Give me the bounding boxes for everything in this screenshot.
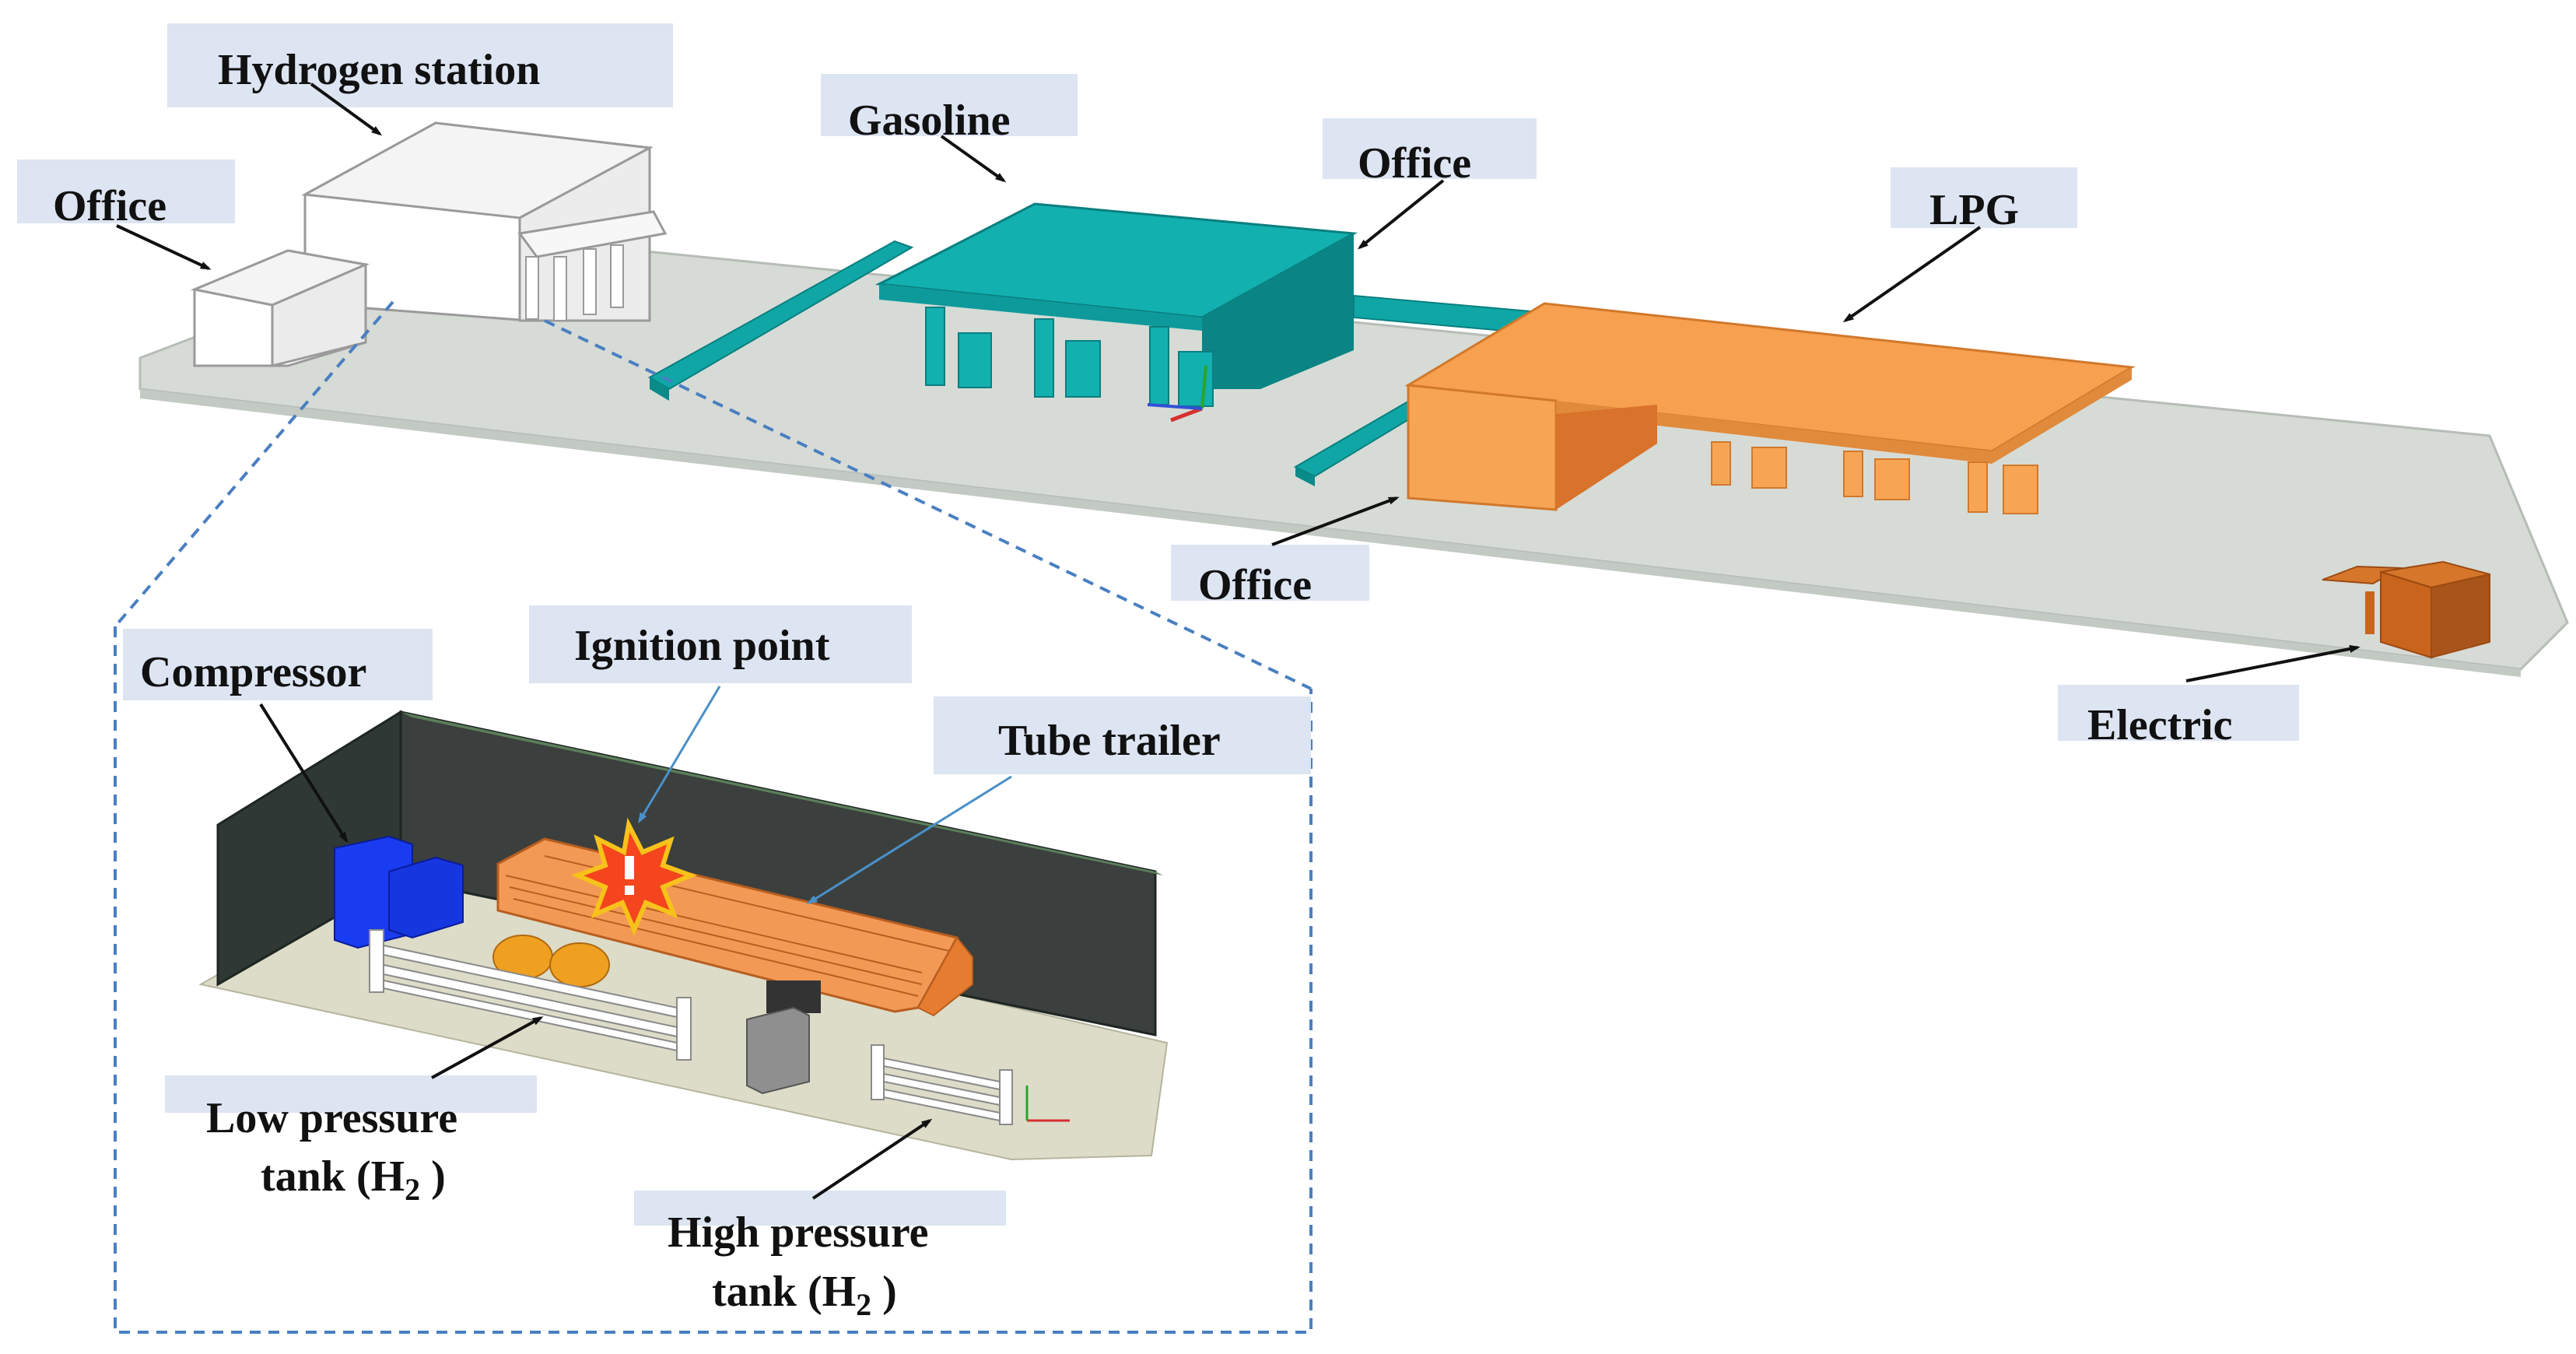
arrow-electric [2185,645,2360,682]
label-office-center: Office [1358,139,1471,188]
label-low-pressure-line1: Low pressure [206,1094,457,1142]
arrow-compressor [259,703,349,844]
lpg-station [1404,302,2136,514]
high-pressure-tank-rack [871,1044,1013,1125]
arrow-high-pressure [811,1118,933,1200]
office-left-building [190,249,370,367]
label-compressor: Compressor [140,648,366,696]
label-lpg: LPG [1929,186,2019,234]
labels: Hydrogen station Office Gasoline Office … [53,46,2233,1322]
leader-arrows [116,82,2360,1200]
compressor-unit [334,835,464,949]
arrow-office-lower [1271,496,1400,546]
electric-station [2322,560,2490,659]
gasoline-station [648,202,1549,486]
label-office-lower: Office [1198,561,1312,609]
arrow-ignition-point [637,686,721,824]
label-office-left: Office [53,182,166,230]
explosion-burst-icon [570,817,698,936]
label-low-pressure-line2: tank (H2 ) [261,1152,446,1207]
hydrogen-station-building [301,121,668,322]
label-hydrogen-station: Hydrogen station [218,46,540,94]
label-ignition-point: Ignition point [574,622,830,670]
arrow-gasoline [940,135,1007,183]
arrow-hydrogen-station [310,82,383,136]
hydrogen-station-inset [198,710,1169,1161]
label-high-pressure-line2: tank (H2 ) [712,1268,897,1322]
label-high-pressure-line1: High pressure [668,1208,929,1257]
low-pressure-tank-rack [369,929,692,1061]
arrow-low-pressure [431,1016,544,1079]
arrow-lpg [1842,226,1982,323]
arrow-office-center [1357,179,1445,250]
zoom-callout-outline [114,300,1313,1334]
label-boxes [17,23,2299,1226]
label-tube-trailer: Tube trailer [998,717,1221,765]
label-electric: Electric [2087,701,2233,749]
arrow-tube-trailer [806,775,1012,905]
arrow-office-left [116,224,212,270]
label-gasoline: Gasoline [848,96,1010,145]
